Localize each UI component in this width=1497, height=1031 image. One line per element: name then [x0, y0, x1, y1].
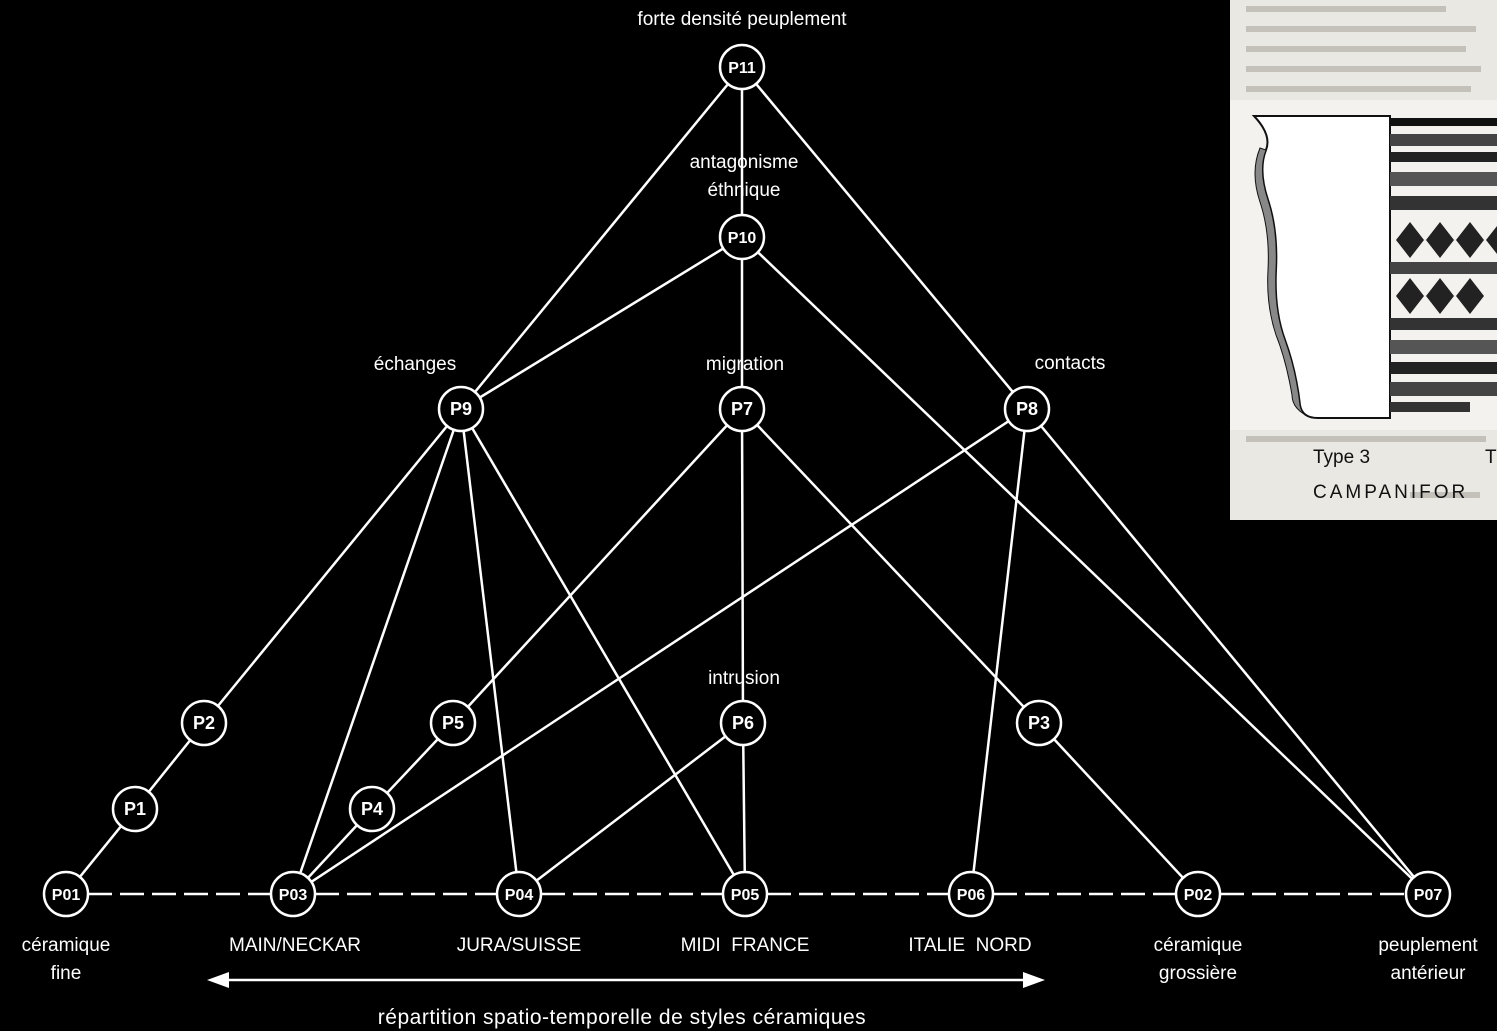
- node-circle: [1174, 870, 1222, 918]
- node-circle: [180, 699, 228, 747]
- node-circle: [718, 213, 766, 261]
- edge-P9-P04: [459, 408, 521, 895]
- decoration-bands: [1390, 118, 1497, 412]
- edge-P7-P6: [740, 408, 745, 724]
- edge-P10-P9: [460, 235, 743, 411]
- node-circle: [718, 385, 766, 433]
- edge-P6-P04: [518, 722, 744, 895]
- node-circle: [947, 870, 995, 918]
- echanges-label: échanges: [374, 354, 456, 375]
- node-circle: [718, 43, 766, 91]
- edge-P6-P05: [741, 722, 747, 895]
- ceramique-fine-label-2: fine: [51, 963, 82, 984]
- node-p4: P4: [348, 785, 396, 833]
- node-p02: P02: [1174, 870, 1222, 918]
- node-p6: P6: [719, 699, 767, 747]
- node-circle: [719, 699, 767, 747]
- jura-suisse-label: JURA/SUISSE: [457, 935, 582, 956]
- node-circle: [269, 870, 317, 918]
- caption: répartition spatio-temporelle de styles …: [378, 1006, 866, 1029]
- node-p9: P9: [437, 385, 485, 433]
- node-circle: [437, 385, 485, 433]
- node-label: P04: [505, 887, 534, 904]
- node-p2: P2: [180, 699, 228, 747]
- peuplement-label-2: antérieur: [1391, 963, 1467, 984]
- peuplement-label-1: peuplement: [1378, 935, 1478, 956]
- node-p05: P05: [721, 870, 769, 918]
- double-arrow-icon: [207, 972, 1045, 988]
- node-label: P3: [1028, 713, 1050, 733]
- node-label: P9: [450, 399, 472, 419]
- node-circle: [111, 785, 159, 833]
- edge-P7-P5: [452, 408, 743, 724]
- edge-P9-P2: [203, 408, 462, 724]
- node-label: P05: [731, 887, 760, 904]
- edge-P11-P9: [460, 66, 743, 410]
- beaker-illustration: [1230, 100, 1497, 430]
- edge-P8-P06: [969, 408, 1029, 895]
- ethnique-label: éthnique: [708, 180, 781, 201]
- antagonisme-label: antagonisme: [690, 152, 799, 173]
- node-p8: P8: [1003, 385, 1051, 433]
- migration-label: migration: [706, 354, 784, 375]
- node-p04: P04: [495, 870, 543, 918]
- node-p07: P07: [1404, 870, 1452, 918]
- node-label: P5: [442, 713, 464, 733]
- main-neckar-label: MAIN/NECKAR: [229, 935, 361, 956]
- edge-P9-P03: [291, 408, 463, 895]
- ceramique-grossiere-label-1: céramique: [1154, 935, 1243, 956]
- node-circle: [495, 870, 543, 918]
- node-label: P4: [361, 799, 383, 819]
- node-label: P8: [1016, 399, 1038, 419]
- node-circle: [429, 699, 477, 747]
- node-label: P11: [728, 60, 756, 77]
- node-p11: P11: [718, 43, 766, 91]
- inset-title: CAMPANIFOR: [1313, 482, 1469, 503]
- node-p5: P5: [429, 699, 477, 747]
- midi-france-label: MIDI FRANCE: [681, 935, 810, 956]
- node-circle: [1015, 699, 1063, 747]
- node-label: P01: [52, 887, 81, 904]
- node-p01: P01: [42, 870, 90, 918]
- node-circle: [1003, 385, 1051, 433]
- edge-P10-P07: [741, 236, 1429, 895]
- node-circle: [1404, 870, 1452, 918]
- node-p06: P06: [947, 870, 995, 918]
- ceramique-grossiere-label-2: grossière: [1159, 963, 1237, 984]
- ceramique-fine-label-1: céramique: [22, 935, 111, 956]
- node-circle: [721, 870, 769, 918]
- inset-type-label: Type 3: [1313, 447, 1371, 468]
- node-label: P02: [1184, 887, 1213, 904]
- italie-nord-label: ITALIE NORD: [908, 935, 1031, 956]
- node-p3: P3: [1015, 699, 1063, 747]
- edge-P3-P02: [1038, 722, 1199, 895]
- edge-P9-P05: [459, 408, 747, 895]
- node-label: P7: [731, 399, 753, 419]
- node-label: P06: [957, 887, 986, 904]
- top-label: forte densité peuplement: [637, 9, 847, 30]
- edge-P8-P03: [292, 407, 1028, 896]
- inset-document-image: Type 3 T CAMPANIFOR: [1230, 0, 1497, 520]
- inset-type-label-2: T: [1485, 447, 1497, 468]
- node-label: P1: [124, 799, 146, 819]
- node-circle: [348, 785, 396, 833]
- intrusion-label: intrusion: [708, 668, 780, 689]
- node-label: P6: [732, 713, 754, 733]
- node-label: P2: [193, 713, 215, 733]
- node-p10: P10: [718, 213, 766, 261]
- edge-P11-P8: [741, 66, 1028, 410]
- node-p03: P03: [269, 870, 317, 918]
- node-label: P10: [728, 230, 757, 247]
- node-label: P03: [279, 887, 308, 904]
- node-p7: P7: [718, 385, 766, 433]
- node-circle: [42, 870, 90, 918]
- contacts-label: contacts: [1035, 353, 1106, 374]
- edge-P7-P3: [741, 408, 1040, 724]
- edge-P8-P07: [1026, 408, 1429, 895]
- node-p1: P1: [111, 785, 159, 833]
- node-label: P07: [1414, 887, 1443, 904]
